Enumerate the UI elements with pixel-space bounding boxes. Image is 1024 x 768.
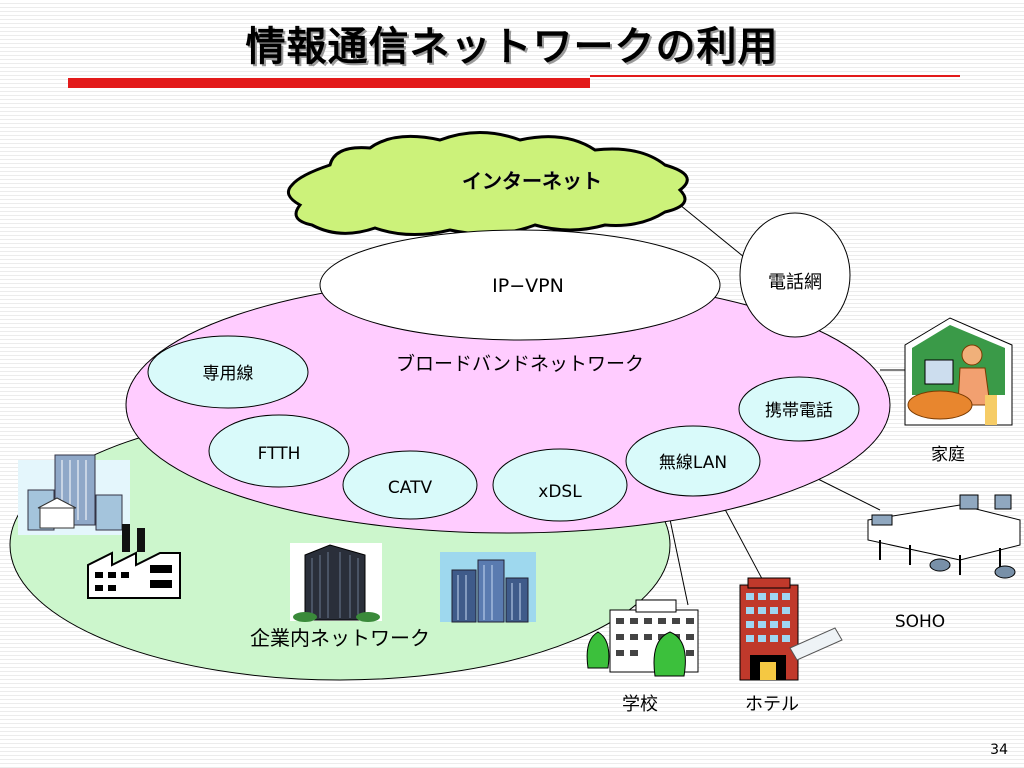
school-label: 学校 [622,694,658,715]
skyscrapers-illustration [440,552,536,623]
hotel-label: ホテル [745,694,799,715]
ftth-label: FTTH [258,444,301,464]
ip-vpn-label: IP−VPN [492,275,564,297]
school-tree-left [586,631,610,669]
school-illustration [586,599,699,677]
node-leased-line [147,335,309,409]
corporate-tower-illustration [290,543,382,622]
node-xdsl [492,448,628,522]
soho-label: SOHO [895,612,945,632]
line-school [667,509,689,606]
office-house [39,507,75,529]
node-wireless-lan [625,425,761,497]
phone-network-label: 電話網 [768,272,822,293]
internet-cloud [286,131,689,237]
broadband-label: ブロードバンドネットワーク [396,352,644,375]
node-catv [342,450,478,520]
hotel-illustration [739,577,843,681]
wireless-lan-label: 無線LAN [659,453,727,473]
school-tree-right [653,631,686,677]
title-underline-thick [68,78,590,88]
mobile-phone-label: 携帯電話 [765,401,833,421]
internet-label: インターネット [462,169,602,193]
home-illustration [904,317,1013,426]
title-underline-thin [590,75,960,77]
factory-illustration [87,524,181,599]
slide-title: 情報通信ネットワークの利用 [245,24,779,70]
phone-network-ellipse [739,212,851,338]
node-mobile-phone [738,376,860,442]
soho-illustration [867,494,1021,579]
line-hotel [719,499,769,591]
access-nodes [147,335,860,522]
catv-label: CATV [388,478,433,498]
xdsl-label: xDSL [538,482,582,502]
node-ftth [208,414,350,488]
leased-line-label: 専用線 [203,364,254,384]
page-number: 34 [990,742,1008,758]
corporate-label: 企業内ネットワーク [250,626,430,650]
office-building-illustration [18,454,130,535]
home-label: 家庭 [931,445,965,465]
ip-vpn-ellipse [319,229,721,341]
